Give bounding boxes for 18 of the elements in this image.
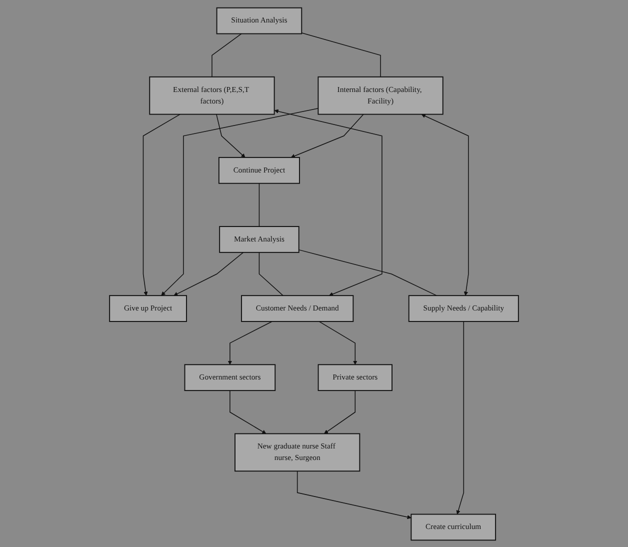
- arrow: [228, 320, 272, 364]
- connector: [301, 32, 381, 77]
- arrow: [216, 113, 246, 158]
- arrow: [161, 107, 319, 296]
- arrow: [142, 113, 180, 296]
- connector: [258, 252, 284, 296]
- arrow: [296, 470, 412, 519]
- arrow: [324, 390, 356, 434]
- arrow: [290, 113, 364, 158]
- connector: [212, 32, 242, 77]
- arrow: [318, 320, 358, 364]
- connector: [258, 182, 260, 226]
- arrow: [456, 320, 464, 514]
- arrow: [230, 390, 266, 434]
- arrow: [421, 114, 469, 296]
- arrow: [174, 252, 244, 296]
- arrow: [274, 108, 382, 296]
- connector: [298, 248, 437, 296]
